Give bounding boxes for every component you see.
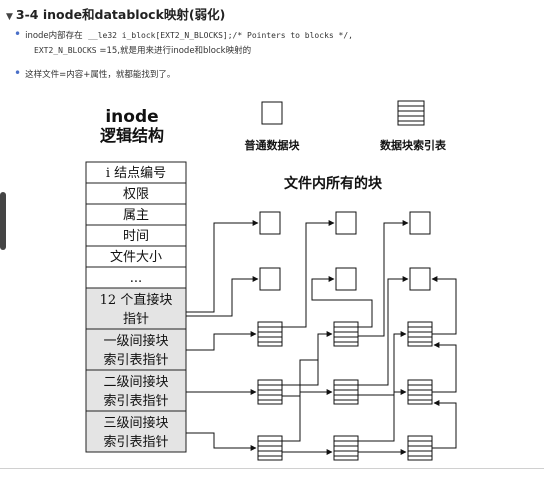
cell-text: 三级间接块 [103, 415, 168, 431]
bullet-item-1: •inode内部存在 __le32 i_block[EXT2_N_BLOCKS]… [14, 27, 353, 41]
arrow-direct-1 [186, 220, 259, 313]
scroll-handle[interactable] [0, 192, 6, 250]
cell-text: i 结点编号 [106, 166, 166, 181]
inode-cell-triple-indirect [85, 410, 187, 453]
plain-block [409, 267, 431, 291]
cell-text: 属主 [123, 208, 149, 223]
arrow-single-indirect [186, 331, 257, 351]
arrow-idx-to-idx [358, 389, 407, 442]
cell-text: ... [130, 271, 142, 286]
arrow-direct-2 [186, 276, 259, 317]
cell-text: 索引表指针 [103, 353, 168, 368]
plain-block [259, 211, 281, 235]
index-block-r1c1 [257, 321, 283, 347]
arrow-idx-to-idx [358, 331, 407, 396]
bullet-item-2: •这样文件=内容+属性，就都能找到了。 [14, 66, 175, 80]
plain-block [409, 211, 431, 235]
index-block-r3c2 [333, 435, 359, 461]
arrow-idx-to-block [282, 220, 335, 328]
legend-plain-label: 普通数据块 [245, 138, 301, 152]
arrow-return [432, 342, 457, 393]
index-block-r2c2 [333, 379, 359, 405]
index-block-r1c3 [407, 321, 433, 347]
section-heading[interactable]: ▼3-4 inode和datablock映射(弱化) [6, 4, 225, 23]
plain-block [259, 267, 281, 291]
arrow-return [431, 276, 457, 335]
inode-table: i 结点编号 权限 属主 时间 文件大小 ... 12 个直接块 指针 一级间接… [85, 161, 187, 453]
cell-text: 一级间接块 [103, 333, 168, 349]
data-blocks [259, 211, 431, 291]
bullet-2-text: 这样文件=内容+属性，就都能找到了。 [25, 70, 176, 80]
inode-cell-direct [85, 287, 187, 330]
arrow-idx-to-block [358, 276, 409, 386]
legend-index-block [397, 100, 425, 126]
cell-text: 指针 [123, 312, 149, 327]
pointer-arrows [186, 220, 457, 455]
index-block-r1c2 [333, 321, 359, 347]
cell-text: 权限 [123, 186, 149, 202]
index-block-r2c1 [257, 379, 283, 405]
legend-index-label: 数据块索引表 [380, 138, 447, 152]
arrow-idx-branch [282, 359, 318, 397]
cell-text: 12 个直接块 [100, 292, 173, 308]
index-block-r3c1 [257, 435, 283, 461]
plain-block [335, 211, 357, 235]
bullet-item-1-cont: EXT2_N_BLOCKS =15,就是用来进行inode和block映射的 [34, 44, 251, 56]
arrow-idx-to-block [358, 220, 409, 337]
inode-cell-double-indirect [85, 369, 187, 412]
cell-text: 文件大小 [110, 250, 162, 265]
plain-block [335, 267, 357, 291]
bullet-1-code: __le32 i_block[EXT2_N_BLOCKS];/* Pointer… [88, 31, 353, 40]
arrow-idx-to-block [311, 276, 373, 328]
page-divider [0, 468, 544, 469]
arrow-triple-indirect [186, 432, 257, 451]
bullet-dot-icon: • [14, 66, 22, 80]
collapse-triangle-icon[interactable]: ▼ [6, 12, 13, 22]
section-heading-text: 3-4 inode和datablock映射(弱化) [15, 7, 226, 22]
legend-plain-block [261, 101, 283, 125]
index-block-r2c3 [407, 379, 433, 405]
bullet-1-suffix: =15,就是用来进行inode和block映射的 [99, 46, 252, 56]
arrow-return [432, 400, 457, 449]
arrow-idx-to-idx [282, 389, 333, 442]
cell-text: 索引表指针 [103, 394, 168, 409]
bullet-1-prefix: inode内部存在 [25, 31, 83, 41]
inode-title-line2: 逻辑结构 [100, 126, 164, 145]
index-block-r3c3 [407, 435, 433, 461]
cell-text: 索引表指针 [103, 435, 168, 450]
inode-title-line1: inode [105, 107, 158, 127]
bullet-dot-icon: • [14, 27, 22, 41]
cell-text: 时间 [123, 229, 149, 244]
all-blocks-title: 文件内所有的块 [284, 175, 383, 192]
bullet-1-code2: EXT2_N_BLOCKS [34, 46, 97, 55]
cell-text: 二级间接块 [103, 374, 168, 390]
